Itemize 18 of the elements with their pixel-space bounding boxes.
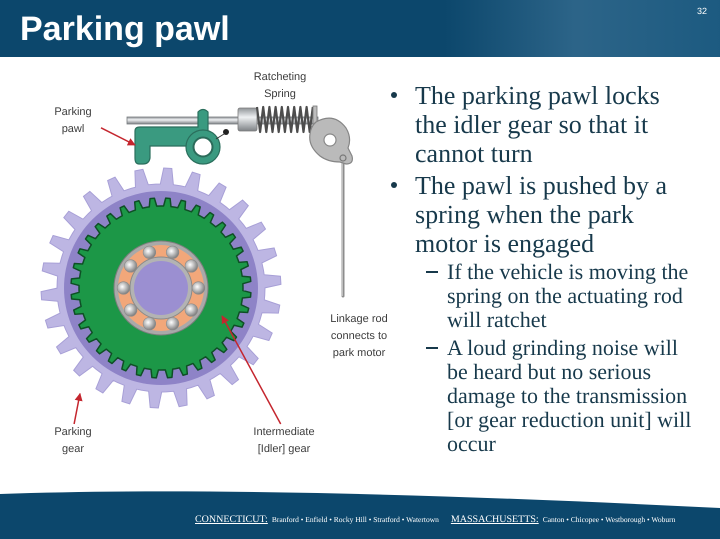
leader-arrow [73, 392, 83, 424]
slide-number: 32 [697, 6, 708, 17]
part-label: Parking pawl [45, 104, 101, 138]
footer-state-name: MASSACHUSETTS: [450, 513, 539, 526]
part-label: Parking gear [45, 424, 101, 458]
idler-gear-drawing [70, 197, 252, 379]
bullet-text: The pawl is pushed by a spring when the park motor is engaged [415, 171, 668, 258]
part-label: Ratcheting Spring [252, 70, 308, 102]
parking-gear-drawing [41, 168, 281, 408]
leader-arrow [100, 127, 136, 146]
bullet-text: The parking pawl locks the idler gear so that it cannot turn [415, 81, 661, 168]
slide-title: Parking pawl [20, 9, 230, 49]
leader-arrow [221, 315, 282, 424]
footer-state-name: CONNECTICUT: [195, 513, 268, 526]
part-label: Linkage rod connects to park motor [329, 312, 389, 361]
part-label: Intermediate [Idler] gear [243, 424, 325, 458]
sub-bullet-text: A loud grinding noise will be heard but no serious damage to the transmission [or gear reduction unit] will occur [447, 336, 692, 456]
sub-bullet-text: If the vehicle is moving the spring on the actuating rod will ratchet [447, 260, 690, 332]
